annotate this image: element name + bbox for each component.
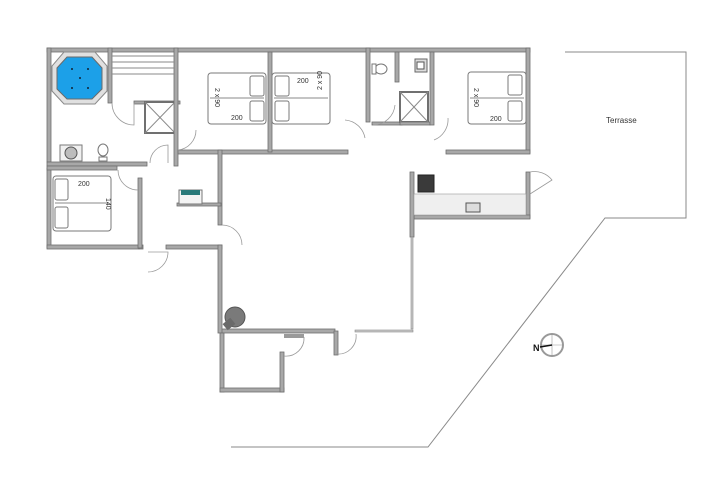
bed-length-label: 200 — [297, 78, 309, 85]
washer-icon — [59, 144, 83, 162]
bed-bedroom-3: 2 x 90 200 — [467, 71, 527, 125]
terrace-label: Terrasse — [606, 116, 637, 125]
bed-bedroom-1: 2 x 90 200 — [207, 72, 267, 125]
toilet-icon — [97, 143, 109, 162]
doors — [111, 102, 553, 357]
sink-icon — [414, 58, 428, 73]
bed-width-label: 2 x 90 — [317, 71, 324, 90]
fireplace-icon — [222, 306, 246, 331]
interior-walls — [46, 47, 435, 249]
exterior-walls — [46, 47, 531, 393]
compass-north-label: N — [533, 343, 540, 353]
bed-width-label: 2 x 90 — [213, 88, 220, 107]
kitchen-counter — [413, 174, 527, 216]
bed-bedroom-2: 200 2 x 90 — [271, 71, 331, 125]
bed-bedroom-4: 200 140 — [52, 175, 112, 232]
toilet-icon-2 — [371, 63, 388, 75]
bed-length-label: 200 — [78, 181, 90, 188]
sauna-benches — [112, 55, 174, 75]
bed-width-label: 2 x 90 — [472, 88, 479, 107]
hot-tub — [51, 51, 108, 105]
compass-icon: N — [533, 333, 564, 357]
wood-stove-icon — [178, 189, 203, 205]
terrace-outline: Terrasse — [231, 51, 687, 448]
bed-length-label: 200 — [231, 115, 243, 122]
bed-length-label: 200 — [490, 116, 502, 123]
bed-width-label: 140 — [104, 198, 111, 210]
